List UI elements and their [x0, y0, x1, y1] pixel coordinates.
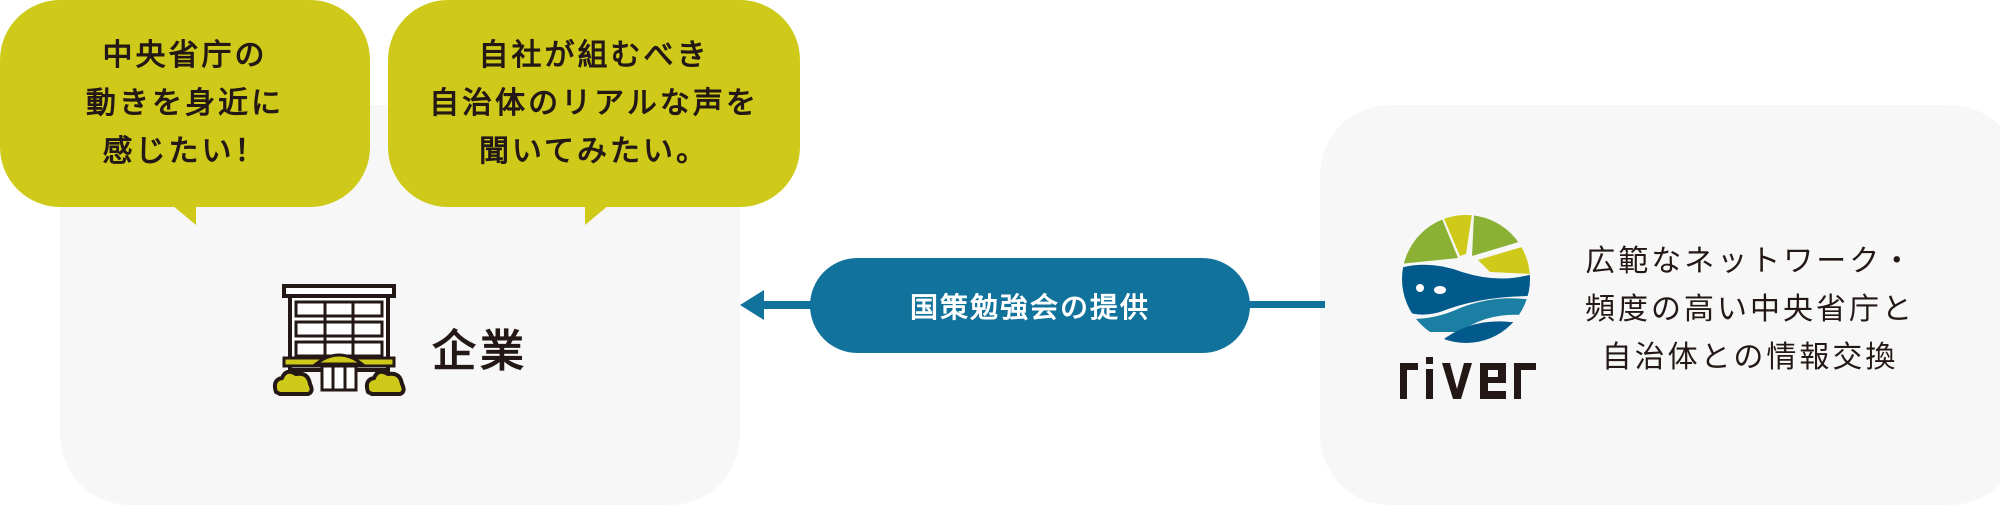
bubble-line: 聞いてみたい。 — [478, 133, 710, 169]
river-wordmark — [1400, 357, 1536, 399]
study-session-pill: 国策勉強会の提供 — [810, 258, 1250, 353]
bubble-line: 自治体のリアルな声を — [429, 85, 759, 121]
arrow-line — [760, 301, 820, 309]
connector-line — [1245, 301, 1325, 308]
river-description: 広範なネットワーク・ 頻度の高い中央省庁と 自治体との情報交換 — [1560, 238, 1940, 382]
bubble-line: 中央省庁の — [102, 37, 268, 73]
pill-label: 国策勉強会の提供 — [909, 290, 1150, 324]
bubble-line: 感じたい！ — [102, 133, 268, 169]
description-line: 頻度の高い中央省庁と — [1585, 292, 1915, 327]
speech-bubble-local-government: 自社が組むべき 自治体のリアルな声を 聞いてみたい。 — [388, 0, 800, 225]
description-line: 広範なネットワーク・ — [1585, 244, 1915, 279]
bubble-line: 自社が組むべき — [478, 37, 710, 73]
bubble-tail — [585, 205, 609, 225]
building-icon — [272, 284, 406, 396]
bubble-line: 動きを身近に — [86, 85, 284, 121]
river-logo-icon — [1402, 215, 1530, 343]
bubble-tail — [172, 205, 196, 225]
company-label: 企業 — [432, 326, 528, 377]
speech-bubble-central-government: 中央省庁の 動きを身近に 感じたい！ — [0, 0, 370, 225]
description-line: 自治体との情報交換 — [1601, 340, 1899, 375]
